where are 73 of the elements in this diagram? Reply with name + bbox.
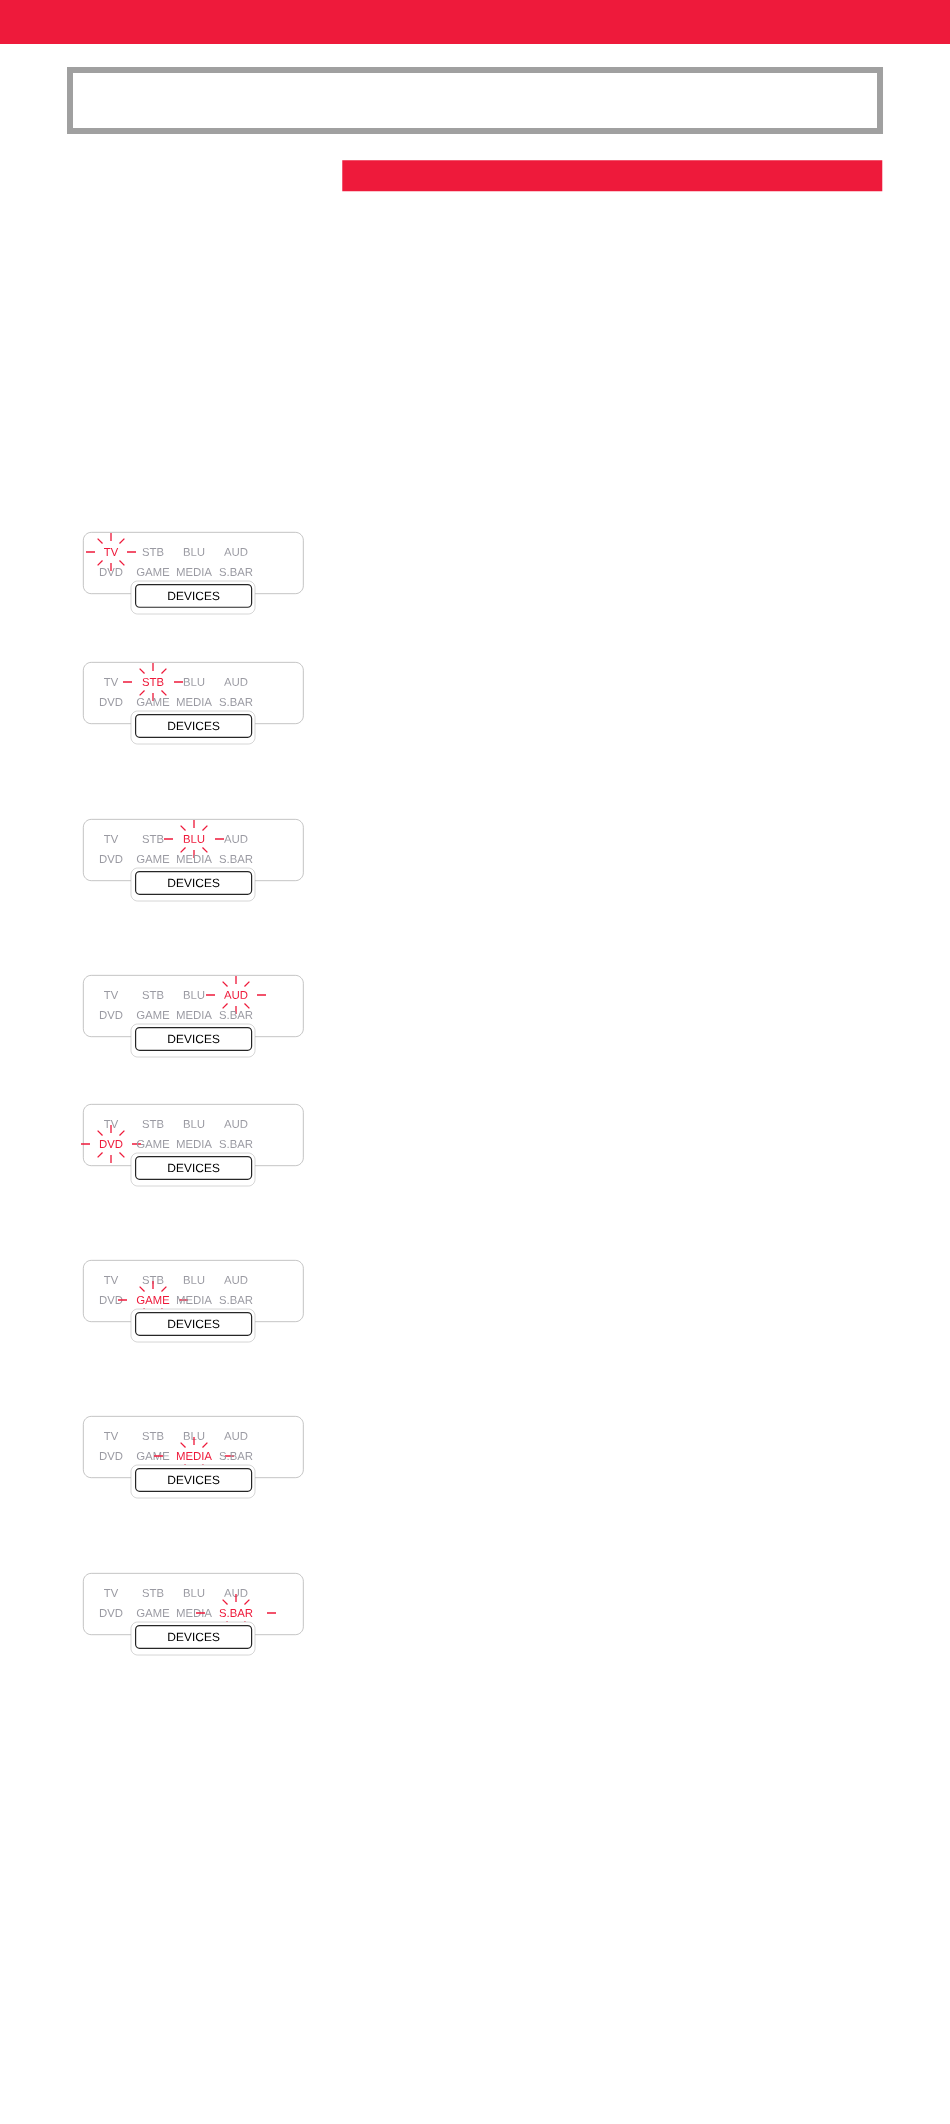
device-label: STB: [142, 1276, 164, 1284]
device-label: AUD: [224, 1432, 248, 1440]
device-label: S.BAR: [219, 568, 253, 576]
device-label: DVD: [99, 1609, 123, 1617]
device-label: DVD: [99, 698, 123, 706]
device-label: AUD: [224, 548, 248, 556]
highlighted-label: GAME: [136, 1296, 170, 1304]
devices-button: DEVICES: [130, 1023, 256, 1058]
section-bar: [342, 160, 883, 192]
highlighted-label: S.BAR: [219, 1609, 253, 1618]
device-label: S.BAR: [219, 698, 253, 706]
device-label: BLU: [183, 1276, 205, 1284]
device-label: TV: [104, 835, 119, 843]
device-label: GAME: [136, 1609, 170, 1618]
device-label: BLU: [183, 548, 205, 556]
device-label: S.BAR: [219, 1011, 253, 1019]
device-label: GAME: [136, 698, 170, 706]
highlighted-label: AUD: [224, 991, 248, 999]
device-label: DVD: [99, 568, 123, 576]
device-label: BLU: [183, 991, 205, 999]
device-label: BLU: [183, 678, 205, 686]
device-label: DVD: [99, 1452, 123, 1460]
device-label: MEDIA: [177, 855, 212, 863]
devices-button: DEVICES: [130, 710, 256, 745]
device-label: STB: [142, 1589, 164, 1598]
device-label: DVD: [99, 1011, 123, 1019]
device-label: GAME: [136, 568, 170, 576]
device-label: DVD: [99, 1296, 123, 1304]
device-label: S.BAR: [219, 1296, 253, 1304]
highlighted-label: STB: [142, 678, 164, 686]
device-label: TV: [104, 991, 119, 999]
device-label: MEDIA: [177, 1609, 212, 1617]
device-label: AUD: [224, 1276, 248, 1284]
device-label: STB: [142, 1432, 164, 1440]
device-label: TV: [104, 1276, 119, 1284]
device-label: MEDIA: [177, 568, 212, 576]
device-label: BLU: [183, 1120, 205, 1128]
device-label: MEDIA: [177, 1140, 212, 1148]
device-label: BLU: [183, 1432, 205, 1440]
highlighted-label: DVD: [99, 1140, 123, 1148]
device-label: S.BAR: [219, 1140, 253, 1148]
highlighted-label: MEDIA: [177, 1452, 212, 1460]
devices-button: DEVICES: [130, 1464, 256, 1499]
highlighted-label: BLU: [183, 835, 205, 843]
device-label: TV: [104, 1120, 119, 1128]
device-label: GAME: [136, 1140, 170, 1148]
device-label: GAME: [136, 855, 170, 863]
device-label: STB: [142, 1120, 164, 1128]
device-label: MEDIA: [177, 698, 212, 706]
device-label: STB: [142, 835, 164, 843]
device-label: GAME: [136, 1452, 170, 1460]
device-label: TV: [104, 1589, 119, 1597]
device-label: STB: [142, 548, 164, 556]
device-label: TV: [104, 678, 119, 686]
device-label: GAME: [136, 1011, 170, 1019]
device-label: MEDIA: [177, 1011, 212, 1019]
device-label: AUD: [224, 1589, 248, 1597]
device-label: STB: [142, 991, 164, 999]
device-label: S.BAR: [219, 855, 253, 863]
device-label: AUD: [224, 835, 248, 843]
device-label: MEDIA: [177, 1296, 212, 1304]
device-label: TV: [104, 1432, 119, 1440]
device-label: BLU: [183, 1589, 205, 1597]
devices-button: DEVICES: [130, 867, 256, 902]
highlighted-label: TV: [104, 548, 119, 556]
devices-button: DEVICES: [130, 580, 256, 615]
devices-button: DEVICES: [130, 1621, 256, 1656]
device-label: AUD: [224, 1120, 248, 1128]
device-label: DVD: [99, 855, 123, 863]
device-label: AUD: [224, 678, 248, 686]
devices-button: DEVICES: [130, 1308, 256, 1343]
device-label: S.BAR: [219, 1452, 253, 1460]
devices-button: DEVICES: [130, 1152, 256, 1187]
